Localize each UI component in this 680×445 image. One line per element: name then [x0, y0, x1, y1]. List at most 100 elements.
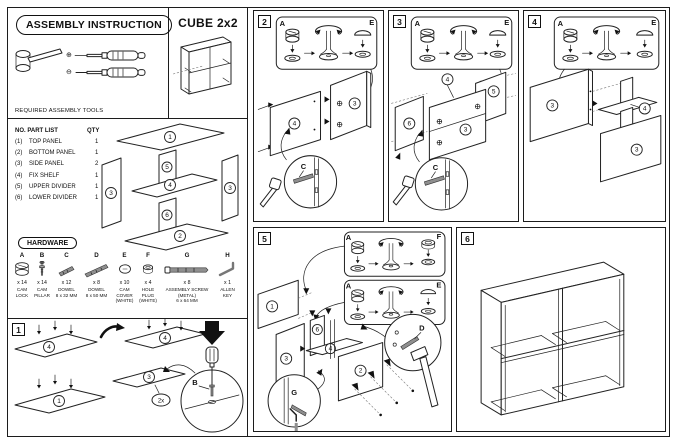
flathead-symbol: ⊖ [66, 69, 72, 76]
step-3-badge: 3 [393, 15, 406, 28]
part-qty: 1 [95, 139, 99, 145]
svg-text:A: A [558, 19, 564, 28]
part-qty: 1 [95, 194, 99, 201]
phillips-screwdriver-icon [74, 50, 146, 61]
svg-text:4: 4 [47, 344, 51, 351]
product-name: CUBE 2x2 [178, 16, 238, 30]
step-3-panel: 3 A E 6 5 [388, 10, 519, 222]
flathead-screwdriver-icon [75, 67, 146, 78]
col-qty: QTY [87, 128, 100, 134]
svg-text:1: 1 [270, 303, 274, 310]
svg-text:F: F [437, 232, 442, 241]
svg-text:2x: 2x [158, 399, 164, 405]
required-tools: ⊕ [12, 42, 152, 86]
svg-text:6: 6 [316, 327, 320, 334]
step-2-diagram: A E 4 3 C [257, 16, 378, 209]
svg-text:A: A [346, 281, 352, 290]
step-5-diagram: A F A E 1 3 6 4 [257, 231, 446, 431]
hardware-label: HARDWARE [18, 237, 78, 249]
exploded-view-diagram: 1 5 3 4 6 3 2 [101, 123, 239, 251]
svg-text:4: 4 [168, 182, 172, 189]
step-2-panel: 2 A E 4 3 [253, 10, 384, 222]
svg-text:3: 3 [228, 185, 232, 192]
svg-text:A: A [415, 19, 421, 28]
hardware-letter: C [64, 252, 69, 259]
hardware-name: CAM LOCK [15, 287, 29, 298]
hardware-name: HOLE PLUG(WHITE) [139, 287, 157, 304]
svg-text:B: B [192, 378, 198, 387]
svg-text:3: 3 [353, 100, 357, 107]
svg-text:E: E [651, 18, 656, 27]
svg-text:E: E [504, 18, 509, 27]
step-3-diagram: A E 6 5 3 4 [391, 16, 516, 211]
svg-text:C: C [301, 162, 307, 171]
hardware-section: HARDWARE A x 14 CAM [12, 237, 244, 304]
hardware-name: CAM PILLAR [34, 287, 50, 298]
hardware-name: ALLEN KEY [220, 287, 235, 298]
hardware-grid: A x 14 CAM LOCK B [12, 252, 244, 304]
hardware-item-a: A x 14 CAM LOCK [12, 252, 32, 304]
hardware-qty: x 1 [224, 280, 231, 286]
hardware-letter: G [184, 252, 190, 259]
hardware-letter: D [94, 252, 99, 259]
part-no: (6) [15, 194, 23, 201]
page-frame: ASSEMBLY INSTRUCTION ⊕ [7, 7, 670, 437]
hardware-qty: x 14 [37, 280, 47, 286]
hardware-name: ASSEMBLY SCREW (METAL)6 x 64 MM [165, 287, 209, 304]
phillips-screwdriver-row: ⊕ [66, 49, 152, 62]
svg-text:3: 3 [635, 147, 639, 154]
header-product-cell: CUBE 2x2 [169, 8, 247, 118]
svg-text:C: C [433, 163, 439, 172]
hardware-letter: H [225, 252, 230, 259]
part-qty: 1 [95, 172, 99, 179]
hardware-qty: x 4 [144, 280, 152, 286]
step-6-finished-cube [480, 261, 625, 416]
hardware-item-e: E x 10 CAM COVER(WHITE) [112, 252, 137, 304]
hardware-letter: F [146, 252, 150, 259]
part-name: FIX SHELF [29, 172, 60, 179]
hardware-item-f: F x 4 HOLE PLUG(WHITE) [137, 252, 159, 304]
screwdrivers: ⊕ [66, 49, 152, 79]
svg-text:4: 4 [163, 335, 167, 342]
svg-text:A: A [346, 233, 352, 242]
step-5-badge: 5 [258, 232, 271, 245]
part-no: (4) [15, 172, 23, 179]
cam-lock-icon [15, 262, 29, 276]
part-qty: 1 [95, 183, 99, 190]
step-1-panel: 1 4 4 1 3 2x [8, 319, 247, 435]
svg-text:6: 6 [407, 121, 411, 128]
svg-text:1: 1 [168, 134, 172, 141]
hardware-qty: x 10 [119, 280, 130, 286]
part-qty: 2 [95, 161, 99, 168]
step-4-panel: 4 A E 3 4 [523, 10, 666, 222]
part-name: UPPER DIVIDER [29, 183, 76, 190]
svg-text:4: 4 [446, 76, 450, 83]
hardware-letter: B [39, 252, 45, 259]
svg-text:3: 3 [147, 374, 151, 381]
hardware-qty: x 14 [17, 280, 27, 286]
hammer-icon [15, 48, 63, 72]
step-5-panel: 5 A F A E 1 3 [253, 227, 452, 432]
hardware-item-b: B x 14 CAM PILLAR [32, 252, 52, 304]
step-1-badge: 1 [12, 323, 25, 336]
hardware-qty: x 8 [183, 280, 191, 286]
step-6-panel: 6 [456, 227, 666, 432]
svg-text:4: 4 [643, 105, 647, 112]
assembly-screw-icon [164, 266, 209, 274]
hole-plug-icon [142, 264, 154, 274]
svg-text:D: D [419, 324, 425, 333]
cam-cover-icon [118, 264, 131, 274]
svg-text:G: G [291, 388, 297, 397]
svg-text:3: 3 [550, 102, 554, 109]
part-no: (1) [15, 139, 23, 145]
part-name: LOWER DIVIDER [29, 194, 78, 201]
col-part-list: NO. PART LIST [15, 128, 58, 134]
